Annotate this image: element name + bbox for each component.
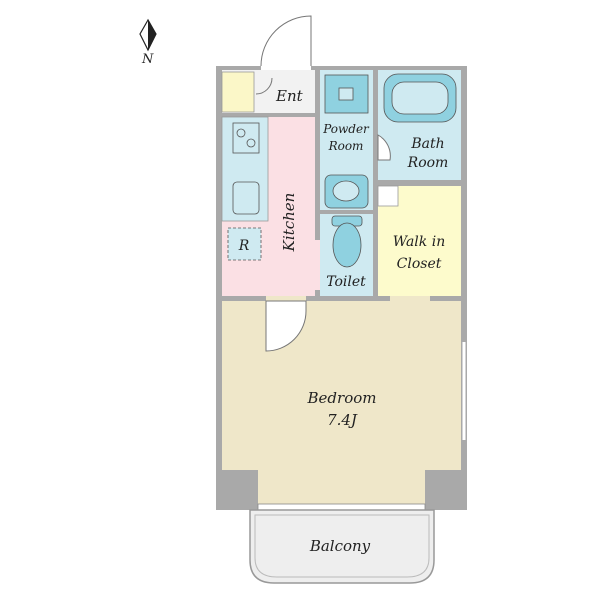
entrance-label: Ent [275, 87, 304, 105]
bedroom-label: Bedroom [307, 389, 377, 407]
stove-burner-2 [246, 138, 256, 148]
bedroom-door-gap [266, 296, 306, 301]
bathtub-inner [391, 81, 449, 115]
pillar-right [425, 470, 461, 504]
bedroom-size: 7.4J [327, 411, 358, 429]
toilet-label: Toilet [326, 274, 366, 290]
bedroom-floor [222, 301, 461, 504]
powder-room-label-line1: Powder [322, 122, 370, 136]
toilet-bowl [332, 222, 362, 268]
balcony-inner-outline [254, 514, 430, 578]
shoe-cabinet [221, 71, 255, 113]
entrance-inner-door-swing [255, 77, 273, 95]
entrance-door-gap [261, 66, 311, 70]
closet-door-gap [390, 296, 430, 301]
kitchen-opening [315, 240, 320, 290]
compass-label: N [141, 52, 154, 67]
wash-basin-bowl [332, 180, 360, 202]
drain [338, 87, 354, 101]
fridge-label: R [238, 238, 250, 254]
stove-burner-1 [236, 128, 246, 138]
kitchen-label: Kitchen [280, 193, 298, 253]
pillar-left [222, 470, 258, 504]
shaft [377, 185, 399, 207]
balcony-door-gap [257, 503, 426, 511]
bath-room-label-line1: Bath [410, 136, 444, 152]
bath-room-label-line2: Room [407, 155, 449, 171]
refrigerator-space [227, 227, 262, 261]
stove [232, 122, 260, 154]
entrance-door-swing [260, 15, 312, 67]
washing-machine [324, 74, 369, 114]
walk-in-closet-label-line1: Walk in [393, 234, 445, 250]
bedroom-door-swing [265, 300, 307, 352]
north-arrow-icon: N [139, 18, 157, 67]
powder-room-label-line2: Room [328, 139, 364, 153]
powder-room-door-swing [377, 134, 391, 161]
walk-in-closet-label-line2: Closet [397, 256, 442, 272]
balcony-label: Balcony [309, 537, 371, 555]
balcony-outline [249, 509, 435, 584]
kitchen-sink [232, 181, 260, 215]
